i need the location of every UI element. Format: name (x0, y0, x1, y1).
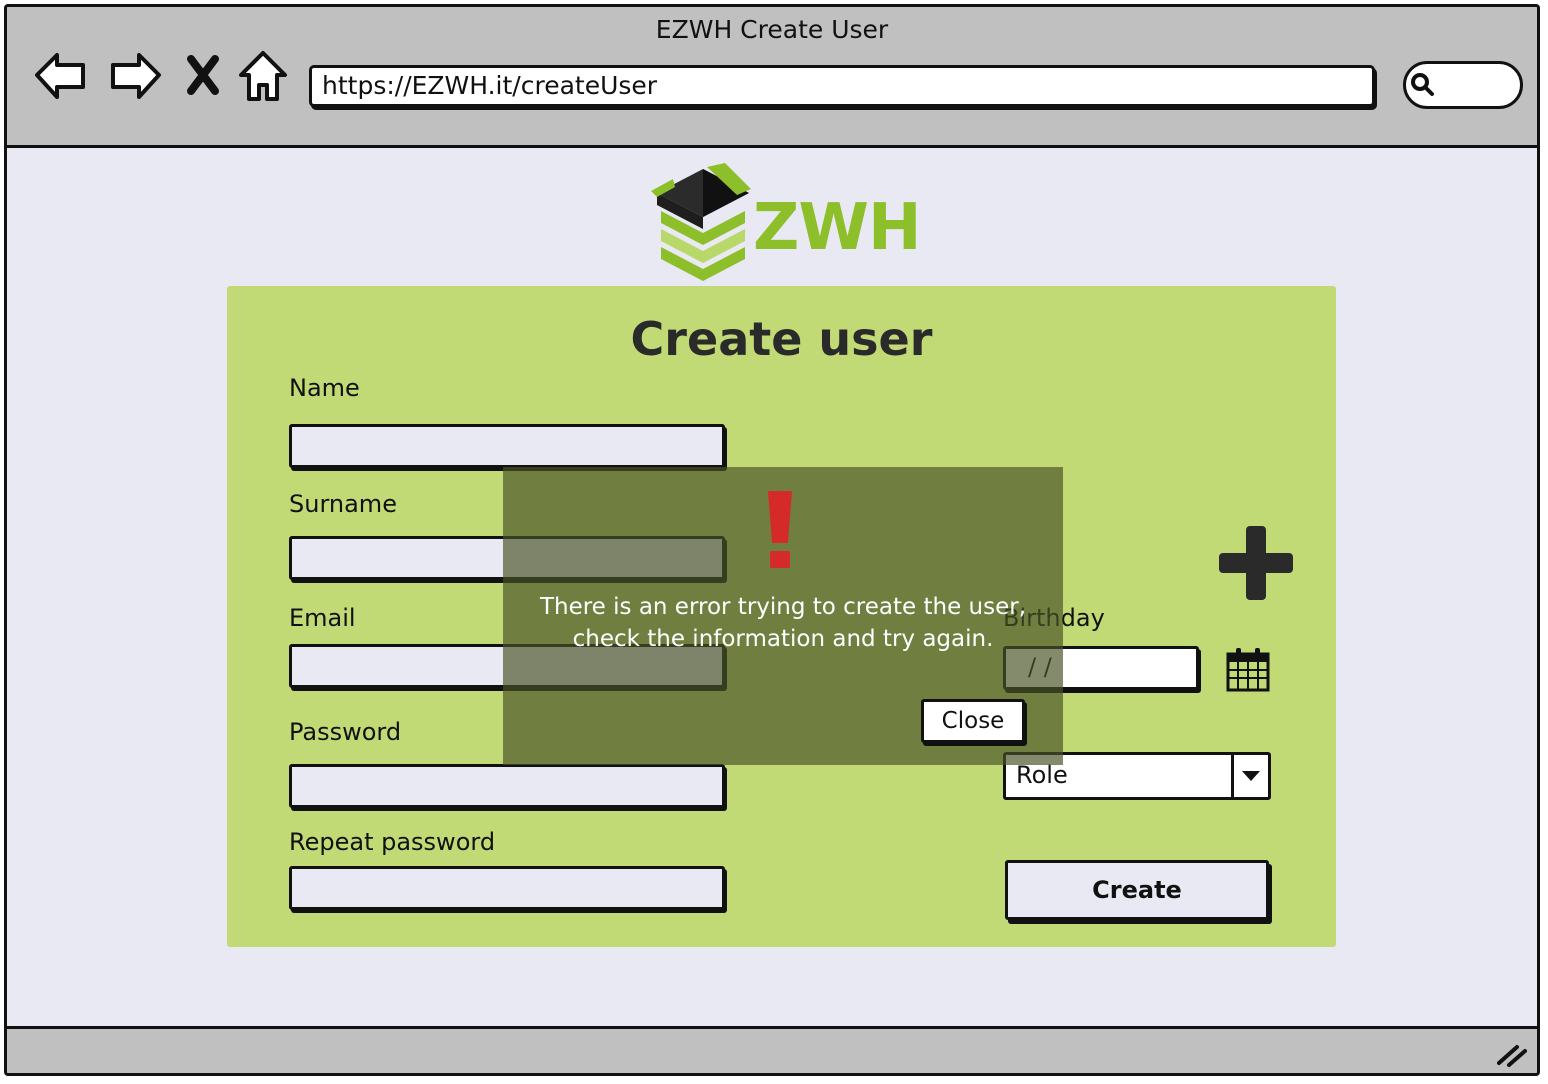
stop-icon (187, 55, 219, 95)
create-button[interactable]: Create (1005, 860, 1269, 920)
resize-grip-icon[interactable] (1495, 1041, 1527, 1067)
browser-search-box[interactable] (1403, 61, 1523, 109)
search-icon (1411, 73, 1434, 96)
stop-button[interactable] (179, 47, 227, 103)
close-button[interactable]: Close (921, 699, 1025, 743)
password-label: Password (289, 718, 402, 746)
name-input[interactable] (289, 424, 725, 468)
error-dialog: There is an error trying to create the u… (503, 467, 1063, 765)
form-title: Create user (630, 312, 933, 366)
logo-text: ZWH (753, 191, 922, 265)
name-label: Name (289, 374, 360, 402)
browser-toolbar: EZWH Create User https://EZWH.it/createU… (7, 7, 1537, 148)
plus-icon (1219, 526, 1293, 600)
repeat-password-label: Repeat password (289, 828, 496, 856)
email-label: Email (289, 604, 356, 632)
dropdown-arrow-icon (1242, 771, 1260, 781)
home-button[interactable] (235, 47, 291, 103)
role-dropdown-toggle[interactable] (1231, 755, 1268, 797)
window-title: EZWH Create User (655, 15, 889, 44)
repeat-password-input[interactable] (289, 866, 725, 910)
url-text: https://EZWH.it/createUser (322, 71, 658, 100)
address-bar[interactable]: https://EZWH.it/createUser (309, 65, 1375, 107)
back-button[interactable] (33, 47, 89, 103)
box-logo-icon (651, 163, 751, 281)
add-photo-button[interactable] (1217, 524, 1295, 602)
home-icon (239, 51, 287, 101)
browser-window: EZWH Create User https://EZWH.it/createU… (4, 4, 1540, 1076)
calendar-button[interactable] (1225, 646, 1271, 694)
surname-label: Surname (289, 490, 397, 518)
forward-button[interactable] (107, 47, 163, 103)
password-input[interactable] (289, 764, 725, 808)
forward-arrow-icon (111, 53, 161, 99)
ezwh-logo: ZWH (651, 163, 922, 287)
role-selected-value: Role (1016, 761, 1068, 789)
error-message: There is an error trying to create the u… (539, 594, 1027, 652)
back-arrow-icon (35, 53, 85, 99)
status-bar (7, 1026, 1537, 1073)
exclamation-icon (768, 491, 792, 568)
calendar-icon (1226, 648, 1270, 692)
